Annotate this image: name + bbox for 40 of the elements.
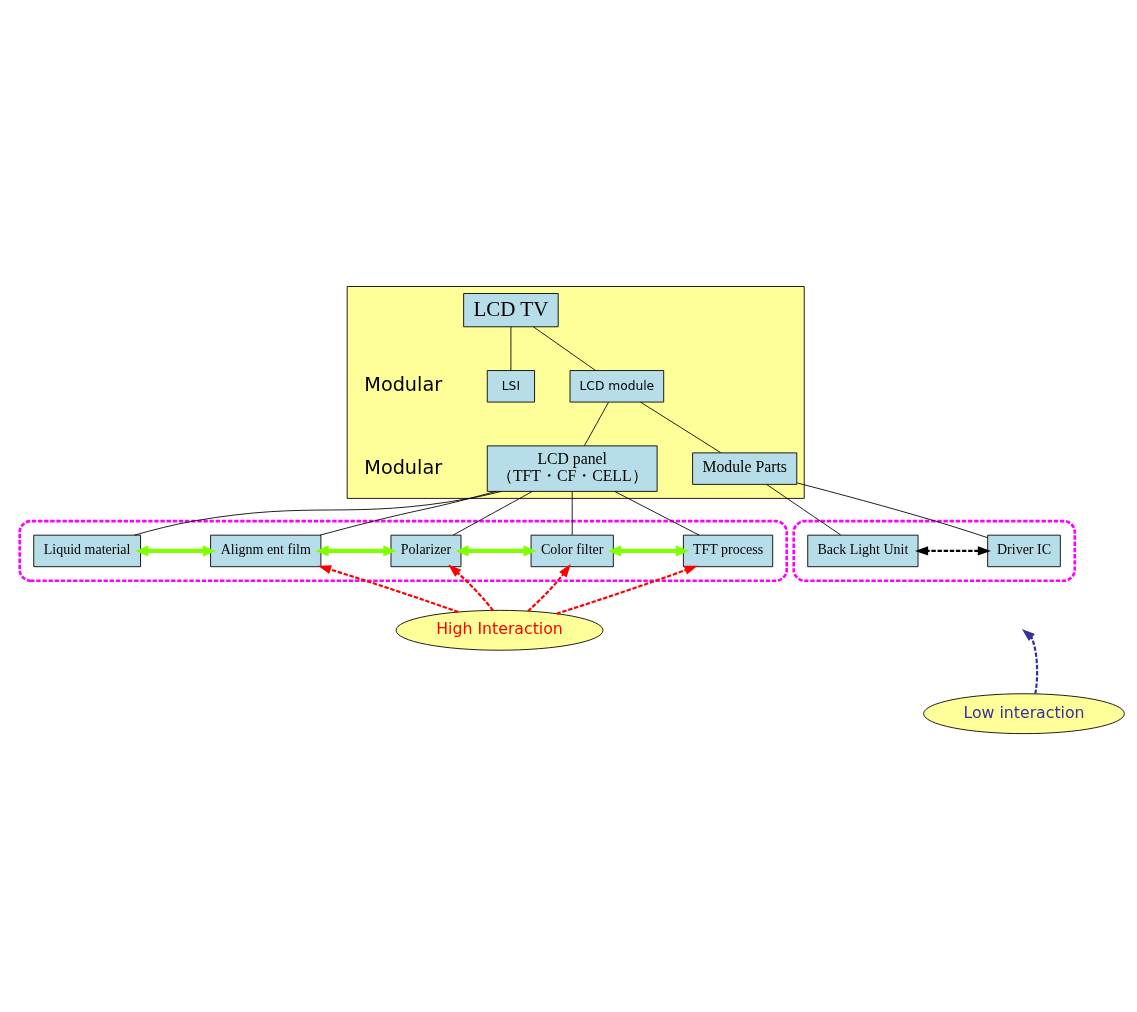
connector	[571, 490, 573, 535]
node-box: Driver IC	[987, 534, 1061, 567]
arrow	[135, 544, 216, 557]
connector	[510, 325, 512, 371]
arrow	[556, 565, 698, 615]
arrow	[1021, 628, 1039, 694]
connector	[640, 401, 722, 453]
label: Modular	[364, 455, 443, 479]
cluster	[792, 519, 1077, 582]
node-box: TFT process	[682, 534, 774, 567]
arrow	[455, 544, 537, 557]
connector	[584, 401, 609, 446]
cluster	[18, 519, 789, 582]
node-box: Module Parts	[692, 451, 798, 485]
node-box: Liquid material	[33, 534, 141, 567]
cluster	[346, 285, 805, 499]
node-box: LCD panel （TFT・CF・CELL）	[486, 444, 658, 492]
node-box: LSI	[486, 369, 535, 402]
label: Modular	[364, 372, 443, 396]
arrow	[608, 544, 689, 557]
node-box: LCD module	[569, 369, 665, 402]
node-ellipse: High Interaction	[395, 609, 604, 651]
arrow	[527, 563, 571, 612]
connector	[614, 490, 700, 535]
connector	[319, 490, 497, 536]
connector	[766, 483, 842, 535]
connector	[134, 490, 502, 536]
node-box: Alignm ent film	[210, 534, 322, 567]
arrow	[914, 545, 991, 556]
arrow	[448, 564, 494, 611]
arrow	[315, 544, 397, 557]
connector	[532, 325, 596, 371]
node-ellipse: Low interaction	[923, 692, 1125, 734]
connector	[796, 482, 988, 538]
node-box: Color filter	[530, 534, 614, 567]
arrow	[318, 564, 459, 613]
node-box: Polarizer	[390, 534, 462, 567]
connector	[452, 490, 533, 535]
node-box: Back Light Unit	[807, 534, 919, 567]
node-box: LCD TV	[463, 292, 559, 327]
